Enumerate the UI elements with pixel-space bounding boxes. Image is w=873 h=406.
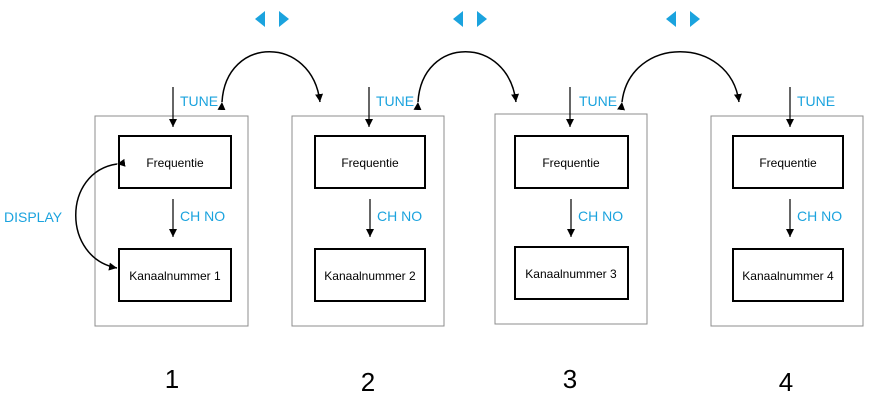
channel-label: Kanaalnummer 1 — [129, 269, 221, 283]
channel-label: Kanaalnummer 4 — [742, 269, 834, 283]
transition-arc-2-3 — [413, 51, 520, 111]
unit-number: 2 — [361, 367, 375, 397]
unit-1: TUNE Frequentie CH NO Kanaalnummer 1 1 D… — [4, 87, 249, 394]
frequency-label: Frequentie — [542, 156, 600, 170]
unit-2: TUNE Frequentie CH NO Kanaalnummer 2 2 — [291, 87, 445, 397]
channel-box — [314, 248, 426, 302]
unit-3: TUNE Frequentie CH NO Kanaalnummer 3 3 — [494, 87, 648, 394]
transition-arc-1-2 — [217, 51, 324, 111]
ch-no-label: CH NO — [797, 208, 842, 224]
frequency-box — [732, 135, 844, 189]
ch-no-label: CH NO — [377, 208, 422, 224]
unit-4: TUNE Frequentie CH NO Kanaalnummer 4 4 — [710, 87, 864, 397]
transition-arc-3-4 — [617, 51, 742, 111]
display-label: DISPLAY — [4, 209, 63, 225]
frequency-box — [314, 135, 426, 189]
channel-box — [514, 246, 629, 300]
tune-label: TUNE — [180, 93, 218, 109]
channel-box — [732, 248, 844, 302]
tune-label: TUNE — [579, 93, 617, 109]
channel-label: Kanaalnummer 2 — [324, 269, 416, 283]
ch-no-label: CH NO — [578, 208, 623, 224]
frequency-label: Frequentie — [759, 156, 817, 170]
ch-no-label: CH NO — [180, 208, 225, 224]
channel-box — [118, 248, 232, 302]
unit-panel — [494, 113, 648, 325]
tune-label: TUNE — [797, 93, 835, 109]
channel-label: Kanaalnummer 3 — [525, 267, 617, 281]
frequency-box — [514, 135, 629, 189]
left-right-arrows-icon — [453, 11, 487, 27]
unit-number: 4 — [779, 367, 793, 397]
frequency-label: Frequentie — [341, 156, 399, 170]
unit-panel — [291, 115, 445, 327]
left-right-arrows-icon — [666, 11, 700, 27]
display-arc — [75, 158, 126, 271]
tune-label: TUNE — [376, 93, 414, 109]
left-right-arrows-icon — [255, 11, 289, 27]
unit-number: 1 — [165, 364, 179, 394]
frequency-label: Frequentie — [146, 156, 204, 170]
unit-panel — [710, 115, 864, 327]
unit-panel — [94, 115, 249, 327]
unit-number: 3 — [563, 364, 577, 394]
